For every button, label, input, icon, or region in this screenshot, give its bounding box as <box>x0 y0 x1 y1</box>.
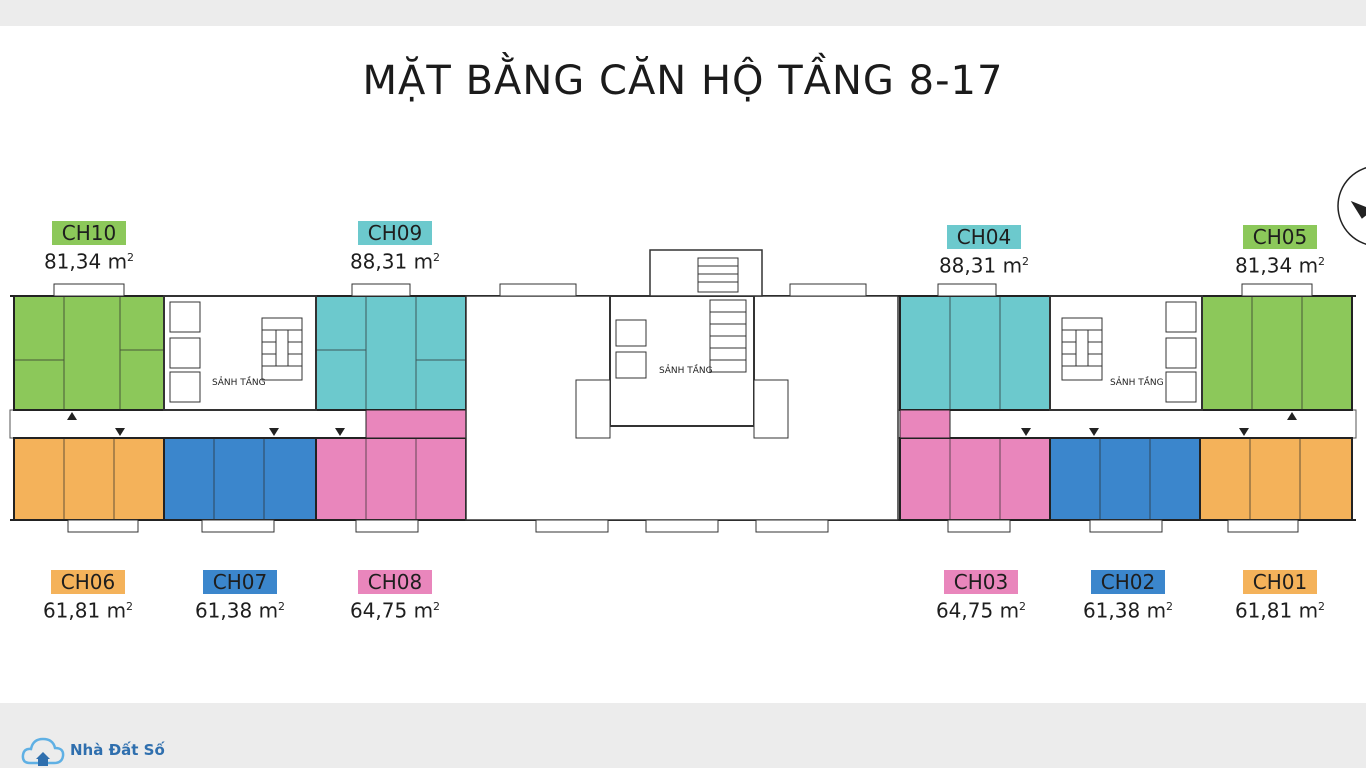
unit-label-ch03: CH03 64,75 m2 <box>921 570 1041 624</box>
unit-area: 81,34 <box>1234 253 1293 278</box>
unit-block-ch03 <box>899 409 1051 521</box>
unit-area: 64,75 <box>349 598 408 623</box>
unit-symbol: m <box>106 598 127 623</box>
unit-block-ch05 <box>1201 295 1353 411</box>
unit-code: CH03 <box>943 570 1019 594</box>
unit-code: CH04 <box>946 225 1022 249</box>
unit-code: CH10 <box>51 221 127 245</box>
brand-name: Nhà Đất Số <box>70 741 165 759</box>
unit-area: 61,38 <box>194 598 253 623</box>
unit-label-ch09: CH09 88,31 m2 <box>335 221 455 275</box>
unit-block-ch10 <box>13 295 165 411</box>
unit-superscript: 2 <box>1019 600 1027 613</box>
unit-code: CH07 <box>202 570 278 594</box>
unit-superscript: 2 <box>1166 600 1174 613</box>
unit-area: 88,31 <box>938 253 997 278</box>
unit-symbol: m <box>413 249 434 274</box>
unit-area: 61,38 <box>1082 598 1141 623</box>
unit-symbol: m <box>1002 253 1023 278</box>
unit-label-ch06: CH06 61,81 m2 <box>28 570 148 624</box>
unit-symbol: m <box>1298 253 1319 278</box>
unit-superscript: 2 <box>433 600 441 613</box>
unit-block-ch09 <box>315 295 467 411</box>
unit-label-ch07: CH07 61,38 m2 <box>180 570 300 624</box>
page-title: MẶT BẰNG CĂN HỘ TẦNG 8-17 <box>362 58 1004 104</box>
unit-superscript: 2 <box>278 600 286 613</box>
unit-superscript: 2 <box>127 251 135 264</box>
unit-block-ch02 <box>1049 437 1201 521</box>
unit-area: 61,81 <box>1234 598 1293 623</box>
cloud-house-icon <box>21 737 65 766</box>
unit-superscript: 2 <box>1318 255 1326 268</box>
unit-superscript: 2 <box>1022 255 1030 268</box>
unit-code: CH09 <box>357 221 433 245</box>
unit-code: CH08 <box>357 570 433 594</box>
unit-symbol: m <box>1146 598 1167 623</box>
central-core <box>465 249 899 533</box>
right-lobby-label: SẢNH TẦNG <box>1110 375 1164 388</box>
unit-block-ch06 <box>13 437 165 521</box>
unit-block-ch01 <box>1199 437 1353 521</box>
right-core <box>1049 295 1203 411</box>
unit-block-ch08 <box>315 409 467 521</box>
unit-area: 61,81 <box>42 598 101 623</box>
unit-symbol: m <box>413 598 434 623</box>
unit-block-ch04 <box>899 295 1051 411</box>
unit-label-ch01: CH01 61,81 m2 <box>1220 570 1340 624</box>
brand-logo: Nhà Đất Số <box>20 733 165 767</box>
unit-symbol: m <box>999 598 1020 623</box>
unit-code: CH02 <box>1090 570 1166 594</box>
unit-symbol: m <box>1298 598 1319 623</box>
unit-block-ch07 <box>163 437 317 521</box>
unit-area: 64,75 <box>935 598 994 623</box>
unit-label-ch04: CH04 88,31 m2 <box>924 225 1044 279</box>
left-core <box>163 295 317 411</box>
unit-symbol: m <box>258 598 279 623</box>
unit-superscript: 2 <box>126 600 134 613</box>
unit-code: CH05 <box>1242 225 1318 249</box>
unit-area: 88,31 <box>349 249 408 274</box>
unit-code: CH06 <box>50 570 126 594</box>
unit-superscript: 2 <box>1318 600 1326 613</box>
unit-label-ch02: CH02 61,38 m2 <box>1068 570 1188 624</box>
compass-icon <box>1337 167 1366 245</box>
unit-label-ch05: CH05 81,34 m2 <box>1220 225 1340 279</box>
central-lobby-label: SẢNH TẦNG <box>659 363 713 376</box>
unit-superscript: 2 <box>433 251 441 264</box>
unit-code: CH01 <box>1242 570 1318 594</box>
unit-symbol: m <box>107 249 128 274</box>
unit-label-ch08: CH08 64,75 m2 <box>335 570 455 624</box>
left-lobby-label: SẢNH TẦNG <box>212 375 266 388</box>
unit-label-ch10: CH10 81,34 m2 <box>29 221 149 275</box>
unit-area: 81,34 <box>43 249 102 274</box>
